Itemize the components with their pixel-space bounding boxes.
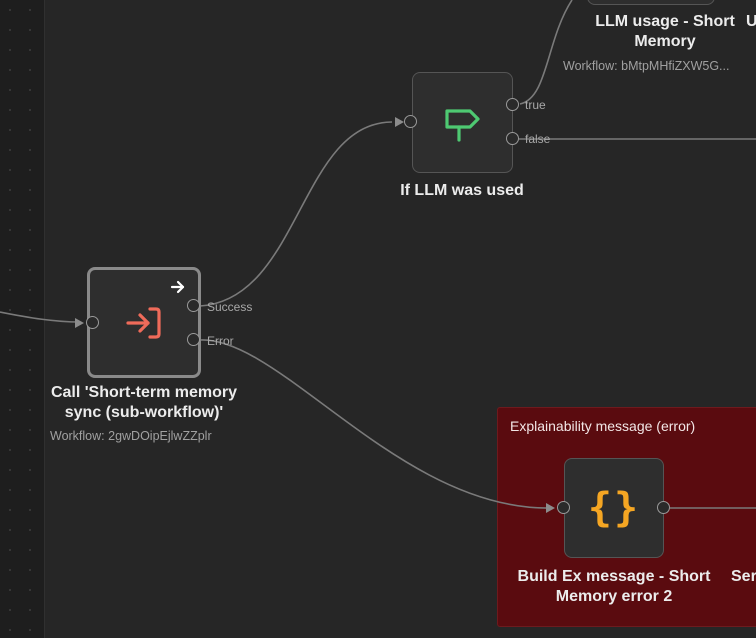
node-cut-title: U — [746, 13, 756, 30]
input-handle-build[interactable] — [557, 501, 570, 514]
node-call-short-term-memory-title: Call 'Short-term memory sync (sub-workfl… — [24, 383, 264, 423]
node-build-title-line2: Memory error 2 — [555, 588, 673, 605]
output-label-false: false — [525, 132, 551, 146]
node-llm-usage-title-line1: LLM usage - Short — [595, 13, 735, 30]
input-arrow-if — [395, 117, 404, 127]
node-llm-usage-title-line2: Memory — [634, 33, 696, 50]
output-handle-build[interactable] — [657, 501, 670, 514]
node-next-cut-title: Ser — [731, 568, 756, 585]
output-handle-false[interactable] — [506, 132, 519, 145]
output-label-true: true — [525, 98, 546, 112]
node-call-title-line1: Call 'Short-term memory — [50, 384, 238, 401]
node-if-llm-title: If LLM was used — [400, 182, 524, 199]
node-call-title-line2: sync (sub-workflow)' — [64, 404, 224, 421]
node-build-ex-message-title: Build Ex message - Short Memory error 2 — [504, 567, 724, 607]
output-label-success: Success — [207, 300, 253, 314]
signpost-icon — [444, 108, 480, 142]
output-label-error: Error — [207, 334, 234, 348]
node-call-short-term-memory[interactable] — [87, 267, 201, 378]
node-build-title-line1: Build Ex message - Short — [517, 568, 711, 585]
output-handle-success[interactable] — [187, 299, 200, 312]
node-llm-usage-subtitle: Workflow: bMtpMHfiZXW5G... — [563, 59, 730, 73]
input-arrow-build — [546, 503, 555, 513]
code-braces-icon: {} — [587, 485, 641, 531]
node-llm-usage[interactable] — [587, 0, 715, 5]
edge-error-to-build — [199, 339, 551, 509]
node-if-llm[interactable] — [412, 72, 513, 173]
sign-in-icon — [126, 306, 161, 339]
input-handle-call[interactable] — [86, 316, 99, 329]
node-build-ex-message[interactable]: {} — [564, 458, 664, 558]
arrow-right-icon[interactable] — [170, 280, 186, 294]
input-arrow-call — [75, 318, 84, 328]
node-llm-usage-title: LLM usage - Short Memory — [575, 12, 755, 52]
output-handle-error[interactable] — [187, 333, 200, 346]
edge-true-to-llm-usage — [519, 0, 573, 105]
input-handle-if[interactable] — [404, 115, 417, 128]
node-call-short-term-memory-subtitle: Workflow: 2gwDOipEjlwZZplr — [50, 429, 212, 443]
edge-success-to-if — [199, 121, 393, 307]
output-handle-true[interactable] — [506, 98, 519, 111]
sticky-note-title: Explainability message (error) — [510, 418, 696, 434]
edge-incoming-call — [0, 311, 81, 323]
